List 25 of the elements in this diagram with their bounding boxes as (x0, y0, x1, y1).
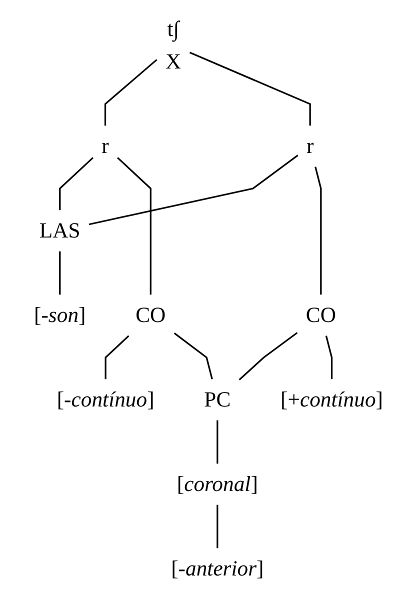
node-text: [-contínuo] (56, 388, 154, 412)
node-text: r (306, 134, 314, 158)
tree-line (189, 52, 311, 126)
node-text: [coronal] (176, 472, 258, 496)
node-text: CO (306, 303, 336, 328)
tree-line (88, 154, 298, 226)
tree-line (238, 332, 298, 380)
tree-line (216, 420, 218, 464)
tree-line (314, 166, 322, 295)
tree-line (325, 336, 333, 380)
tree-line (216, 504, 218, 548)
tree-line (59, 157, 94, 210)
tree-line (174, 332, 213, 380)
node-text: t∫ X (165, 17, 182, 74)
node-text: LAS (39, 218, 80, 243)
tree-line (104, 59, 158, 126)
node-text: PC (204, 388, 231, 412)
tree-line (117, 157, 152, 295)
tree-line (104, 335, 130, 380)
tree-line (59, 251, 61, 295)
node-text: [-anterior] (171, 556, 264, 581)
node-text: [-son] (34, 303, 86, 328)
node-text: r (102, 134, 109, 158)
node-text: CO (136, 303, 166, 328)
node-text: [+contínuo] (280, 388, 384, 412)
